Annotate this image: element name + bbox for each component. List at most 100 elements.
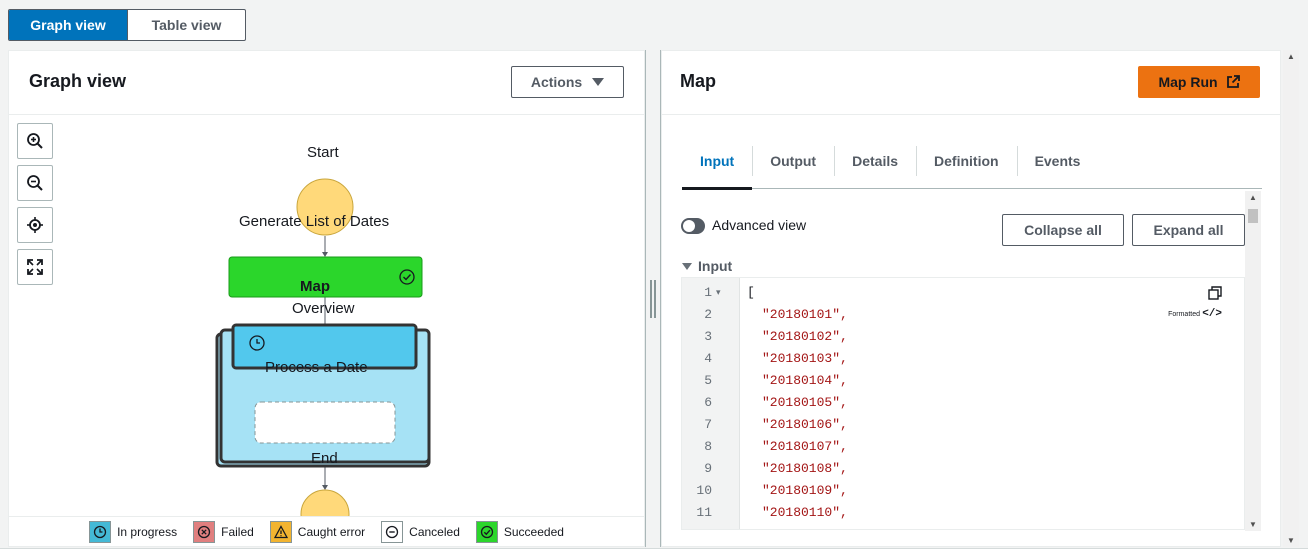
line-number: 4 — [704, 351, 712, 366]
splitter-line — [645, 50, 646, 547]
graph-panel-header: Graph view Actions — [9, 51, 644, 115]
details-panel-header: Map Map Run — [662, 51, 1280, 115]
generate-label: Generate List of Dates — [239, 213, 390, 230]
tab-events[interactable]: Events — [1016, 144, 1099, 189]
scroll-thumb[interactable] — [1248, 209, 1258, 223]
map-label: Map — [300, 278, 330, 295]
process-label: Process a Date — [265, 359, 368, 376]
zoom-in-button[interactable] — [17, 123, 53, 159]
legend-succeeded: Succeeded — [475, 520, 564, 543]
tab-definition[interactable]: Definition — [916, 144, 1017, 189]
input-section-toggle[interactable]: Input — [682, 258, 732, 274]
fit-icon — [27, 259, 43, 275]
legend-canceled: Canceled — [381, 520, 460, 543]
splitter-grip[interactable] — [654, 280, 656, 318]
code-line: "20180110", — [762, 505, 848, 520]
scroll-up-icon[interactable]: ▲ — [1287, 52, 1295, 61]
code-line: "20180103", — [762, 351, 848, 366]
status-legend: In progress Failed Caught error Canceled… — [9, 516, 644, 546]
map-subtitle: Overview — [292, 300, 355, 317]
actions-label: Actions — [530, 74, 583, 90]
line-number: 6 — [704, 395, 712, 410]
line-number: 11 — [696, 505, 712, 520]
legend-label: Caught error — [297, 524, 366, 539]
end-node[interactable] — [300, 489, 350, 516]
map-node[interactable] — [231, 323, 418, 370]
splitter-grip[interactable] — [650, 280, 652, 318]
table-view-tab[interactable]: Table view — [127, 10, 245, 40]
bottom-bar — [0, 548, 1308, 556]
advanced-view-label: Advanced view — [712, 217, 807, 233]
tab-details[interactable]: Details — [834, 144, 916, 189]
code-scrollbar[interactable]: ▲ ▼ — [1245, 191, 1261, 531]
code-line: "20180109", — [762, 483, 848, 498]
code-line: "20180107", — [762, 439, 848, 454]
tab-output[interactable]: Output — [752, 144, 834, 189]
line-gutter — [682, 278, 740, 529]
external-link-icon — [1226, 75, 1240, 88]
code-format-icon[interactable]: </> — [1202, 308, 1222, 320]
zoom-out-icon — [27, 175, 43, 191]
line-number: 7 — [704, 417, 712, 432]
scroll-up-icon[interactable]: ▲ — [1249, 193, 1257, 202]
succeeded-check-icon — [399, 269, 415, 285]
fit-button[interactable] — [17, 249, 53, 285]
formatted-label: Formatted — [1168, 311, 1200, 318]
code-line: "20180106", — [762, 417, 848, 432]
process-a-date-node[interactable] — [254, 401, 396, 444]
expand-all-button[interactable]: Expand all — [1132, 214, 1245, 246]
line-number: 9 — [704, 461, 712, 476]
code-line: [ — [747, 285, 755, 300]
tab-input[interactable]: Input — [682, 144, 753, 190]
clock-icon — [89, 520, 112, 543]
code-line: "20180101", — [762, 307, 848, 322]
legend-failed: Failed — [193, 520, 254, 543]
state-machine-graph — [215, 178, 431, 516]
line-number: 1 — [704, 285, 712, 300]
actions-button[interactable]: Actions — [511, 66, 624, 98]
code-line: "20180108", — [762, 461, 848, 476]
line-number: 5 — [704, 373, 712, 388]
center-button[interactable] — [17, 207, 53, 243]
panel-splitter[interactable] — [645, 50, 661, 547]
graph-panel-title: Graph view — [29, 71, 127, 91]
details-tabs: Input Output Details Definition Events — [682, 144, 1262, 190]
line-number: 8 — [704, 439, 712, 454]
end-label: End — [311, 450, 338, 467]
scroll-down-icon[interactable]: ▼ — [1287, 536, 1295, 545]
generate-list-node[interactable] — [228, 256, 423, 298]
details-panel-title: Map — [680, 71, 716, 91]
toggle-knob — [683, 220, 695, 232]
code-line: "20180104", — [762, 373, 848, 388]
line-number: 3 — [704, 329, 712, 344]
start-node[interactable] — [296, 178, 354, 236]
details-panel: Map Map Run Input Output Details Definit… — [661, 50, 1281, 547]
legend-label: Canceled — [409, 524, 460, 539]
graph-panel: Graph view Actions — [8, 50, 645, 547]
start-label: Start — [307, 144, 339, 161]
line-number: 2 — [704, 307, 712, 322]
caret-down-icon — [592, 78, 605, 86]
legend-label: In progress — [117, 524, 178, 539]
zoom-out-button[interactable] — [17, 165, 53, 201]
page-scrollbar[interactable]: ▲ ▼ — [1283, 50, 1299, 547]
legend-in-progress: In progress — [89, 520, 178, 543]
line-number: 10 — [696, 483, 712, 498]
legend-caught-error: Caught error — [269, 520, 366, 543]
legend-label: Succeeded — [503, 524, 564, 539]
advanced-view-toggle[interactable] — [681, 218, 705, 234]
check-circle-icon — [475, 520, 498, 543]
legend-label: Failed — [221, 524, 254, 539]
map-run-label: Map Run — [1158, 74, 1218, 90]
splitter-line — [660, 50, 661, 547]
map-run-button[interactable]: Map Run — [1138, 66, 1260, 98]
scroll-down-icon[interactable]: ▼ — [1249, 520, 1257, 529]
copy-icon[interactable] — [1208, 286, 1222, 305]
zoom-in-icon — [27, 133, 43, 149]
view-toggle: Graph view Table view — [8, 9, 246, 41]
warning-icon — [269, 520, 292, 543]
graph-view-tab[interactable]: Graph view — [9, 10, 127, 40]
fold-caret-icon[interactable]: ▾ — [716, 287, 721, 297]
collapse-all-button[interactable]: Collapse all — [1002, 214, 1124, 246]
